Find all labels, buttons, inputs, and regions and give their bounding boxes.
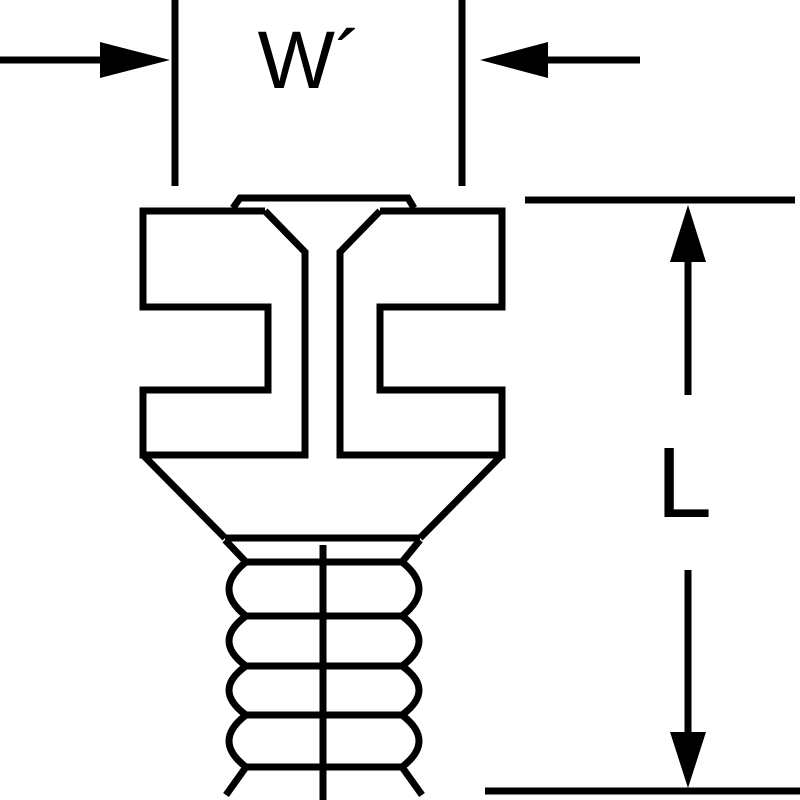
arrowhead-right-icon bbox=[100, 42, 170, 78]
arrowhead-down-icon bbox=[670, 732, 706, 788]
terminal-thread bbox=[222, 534, 425, 800]
terminal-head bbox=[139, 194, 506, 541]
thread-profile-right bbox=[396, 537, 425, 798]
taper-left bbox=[140, 452, 228, 541]
head-right-half bbox=[336, 207, 506, 459]
width-label: W´ bbox=[258, 15, 363, 106]
length-dimension bbox=[485, 196, 800, 795]
taper-right bbox=[417, 452, 505, 541]
thread-profile-left bbox=[222, 537, 252, 798]
head-left-half bbox=[139, 207, 309, 459]
top-cap bbox=[230, 194, 418, 211]
arrowhead-up-icon bbox=[670, 205, 706, 262]
length-label: L bbox=[656, 427, 712, 539]
arrowhead-left-icon bbox=[480, 42, 548, 78]
width-dimension bbox=[0, 0, 640, 186]
